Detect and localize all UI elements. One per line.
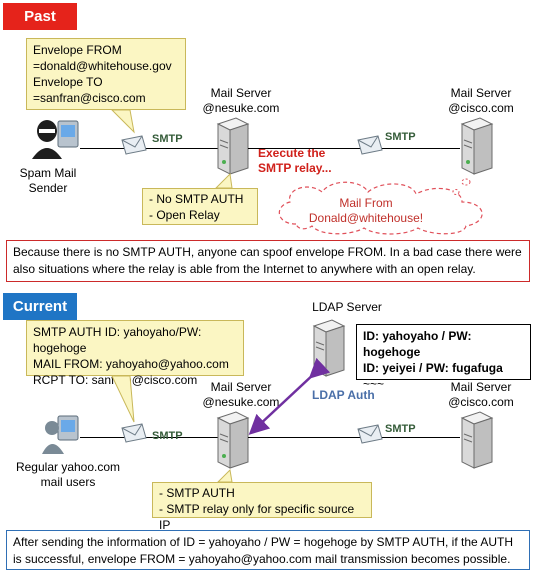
past-nesuke-note: - No SMTP AUTH- Open Relay <box>142 188 258 225</box>
user-pc-icon <box>42 415 79 454</box>
current-explanation: After sending the information of ID = ya… <box>6 530 530 570</box>
cloud-shape <box>278 178 483 235</box>
envelope-from-label: Envelope FROM <box>33 43 122 57</box>
envelope-icon <box>121 423 147 443</box>
current-smtp-label-1: SMTP <box>152 430 183 442</box>
ldap-entries-box: ID: yahoyaho / PW: hogehoge ID: yeiyei /… <box>356 324 531 391</box>
envelope-icon <box>357 424 383 444</box>
auth-note: SMTP AUTH ID: yahoyaho/PW: hogehoge MAIL… <box>26 320 244 387</box>
current-nesuke-note: - SMTP AUTH- SMTP relay only for specifi… <box>152 482 372 532</box>
envelope-to-label: Envelope TO <box>33 75 103 89</box>
envelope-note: Envelope FROM =donald@whitehouse.gov Env… <box>26 38 186 110</box>
past-explanation: Because there is no SMTP AUTH, anyone ca… <box>6 240 530 282</box>
ldap-server-label: LDAP Server <box>312 300 382 314</box>
past-link-sender-server <box>80 148 220 149</box>
envelope-to-value: =sanfran@cisco.com <box>33 91 146 105</box>
current-link-server-server <box>248 437 460 438</box>
spam-sender-icon <box>32 120 79 159</box>
past-nesuke-server-label: Mail Server@nesuke.com <box>202 86 280 115</box>
current-smtp-label-2: SMTP <box>385 423 416 435</box>
current-link-users-server <box>80 437 220 438</box>
past-smtp-label-1: SMTP <box>152 133 183 145</box>
server-icon <box>312 319 346 377</box>
past-label: Past <box>3 3 77 30</box>
past-cisco-server-label: Mail Server@cisco.com <box>448 86 514 115</box>
server-icon <box>460 117 494 175</box>
past-smtp-label-2: SMTP <box>385 131 416 143</box>
past-link-server-server <box>248 148 460 149</box>
server-icon <box>216 117 250 175</box>
current-label: Current <box>3 293 77 320</box>
envelope-icon <box>121 135 147 155</box>
current-cisco-server-label: Mail Server@cisco.com <box>448 380 514 409</box>
server-icon <box>460 411 494 469</box>
envelope-icon <box>357 135 383 155</box>
server-icon <box>216 411 250 469</box>
ldap-auth-label: LDAP Auth <box>312 388 375 402</box>
envelope-from-value: =donald@whitehouse.gov <box>33 59 172 73</box>
